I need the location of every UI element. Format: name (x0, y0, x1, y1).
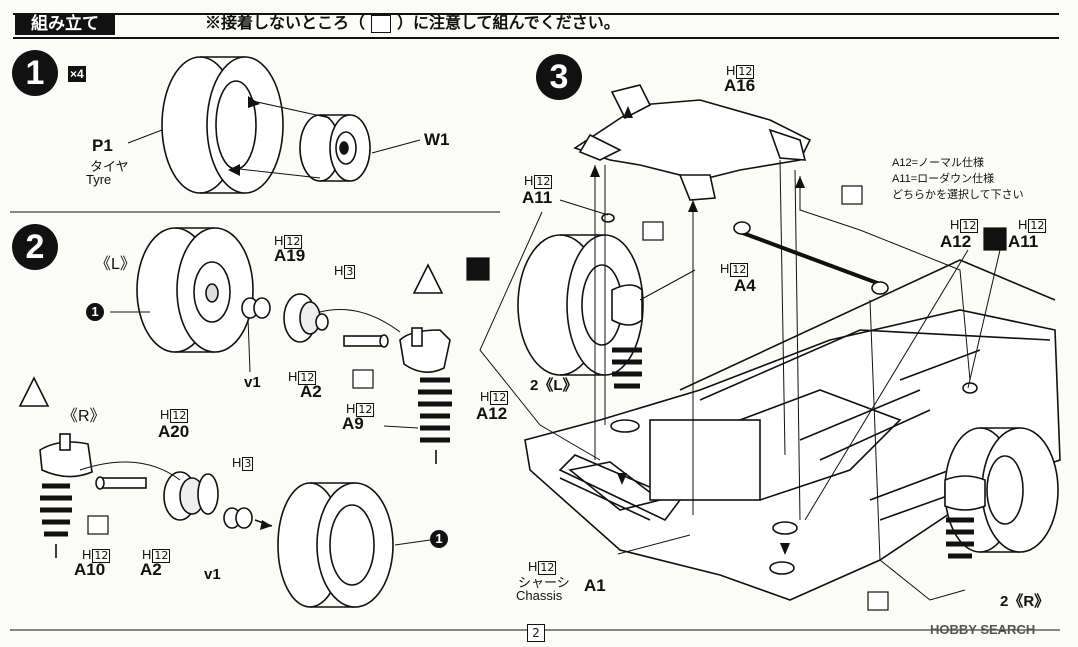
watermark: HOBBY SEARCH (930, 622, 1036, 637)
a10-code: A10 (74, 560, 106, 579)
option-note-1: A12=ノーマル仕様 (892, 157, 984, 169)
tyre-part-code: P1 (92, 136, 113, 155)
left-side-label: 《L》 (95, 256, 136, 273)
a11-left-code: A11 (522, 188, 553, 207)
a16-code: A16 (724, 76, 756, 95)
sub-assembly-left: 2《L》 (530, 377, 578, 394)
quantity-badge: ×4 (68, 66, 86, 82)
chassis-label-jp: シャーシ (518, 575, 570, 590)
a1-code: A1 (584, 576, 606, 595)
chassis-label-en: Chassis (516, 588, 563, 603)
a11-right-code: A11 (1008, 232, 1039, 251)
option-note-3: どちらかを選択して下さい (892, 189, 1024, 201)
page-number: 2 (527, 624, 545, 642)
collar-right-code: v1 (204, 566, 221, 583)
a2-left-code: A2 (300, 382, 322, 401)
tyre-label-en: Tyre (86, 172, 112, 187)
note-suffix: ）に注意して組んでください。 (397, 15, 620, 32)
a20-code: A20 (158, 422, 190, 441)
wheel-part-code: W1 (424, 130, 450, 149)
collar-left-code: v1 (244, 374, 261, 391)
wheel-ref-left: 1 (86, 303, 104, 321)
right-side-label: 《R》 (62, 408, 106, 425)
a12-left-code: A12 (476, 404, 508, 423)
step-3-badge: 3 (536, 54, 582, 100)
wheel-ref-right: 1 (430, 530, 448, 548)
a9-code: A9 (342, 414, 364, 433)
a2-right-code: A2 (140, 560, 162, 579)
option-note-2: A11=ローダウン仕様 (892, 173, 995, 185)
section-title: 組み立て (15, 13, 115, 35)
tyre-label-jp: タイヤ (90, 159, 129, 174)
header-note: ※接着しないところ（ ）に注意して組んでください。 (205, 13, 620, 35)
no-glue-icon (371, 14, 392, 33)
step-2-badge: 2 (12, 224, 58, 270)
a12-right-code: A12 (940, 232, 972, 251)
header-rule (13, 13, 1059, 39)
a19-code: A19 (274, 246, 306, 265)
a4-code: A4 (734, 276, 756, 295)
note-prefix: ※接着しないところ（ (205, 15, 366, 32)
sub-assembly-right: 2《R》 (1000, 593, 1050, 610)
step-1-badge: 1 (12, 50, 58, 96)
